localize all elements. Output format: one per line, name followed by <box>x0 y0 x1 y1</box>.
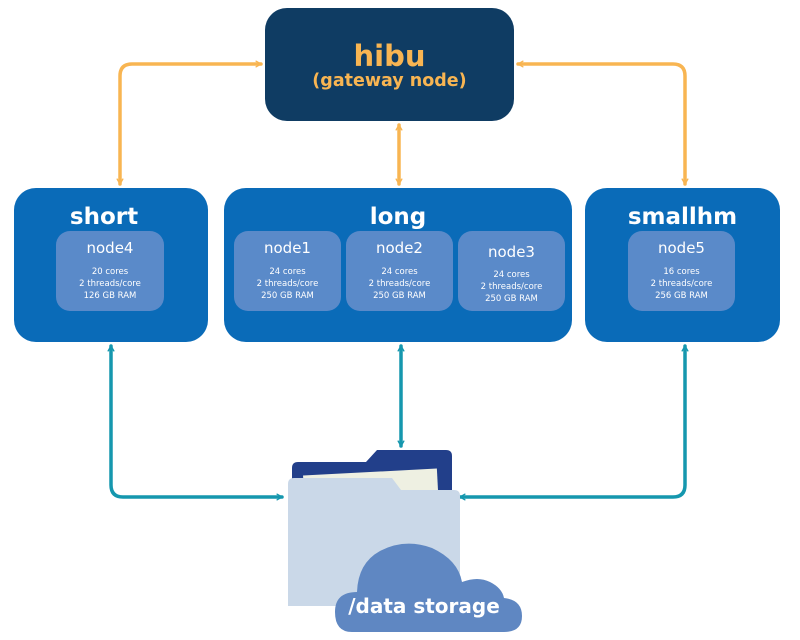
folder-cloud-icon <box>288 450 522 632</box>
node-cores: 24 cores <box>493 270 530 280</box>
node-cores: 24 cores <box>269 267 306 277</box>
link-gateway-short <box>116 60 263 186</box>
node-threads: 2 threads/core <box>480 282 543 292</box>
link-gateway-smallhm <box>516 60 689 186</box>
partition-short: short node4 20 cores 2 threads/core 126 … <box>14 188 208 342</box>
node-threads: 2 threads/core <box>650 279 713 289</box>
node-ram: 250 GB RAM <box>485 294 538 304</box>
node-card-node4: node4 20 cores 2 threads/core 126 GB RAM <box>56 231 164 311</box>
gateway-node: hibu (gateway node) <box>265 8 514 121</box>
partition-long: long node1 24 cores 2 threads/core 250 G… <box>224 188 572 342</box>
node-card-node2: node2 24 cores 2 threads/core 250 GB RAM <box>346 231 453 311</box>
partition-smallhm: smallhm node5 16 cores 2 threads/core 25… <box>585 188 780 342</box>
node-name: node1 <box>264 239 311 257</box>
gateway-subtitle: (gateway node) <box>312 71 467 91</box>
link-storage-short <box>107 344 284 501</box>
node-card-node5: node5 16 cores 2 threads/core 256 GB RAM <box>628 231 735 311</box>
gateway-name: hibu <box>353 39 426 73</box>
node-cores: 20 cores <box>91 267 129 277</box>
link-storage-smallhm <box>458 344 689 501</box>
partition-title: long <box>369 204 427 230</box>
node-card-node3: node3 24 cores 2 threads/core 250 GB RAM <box>458 231 565 311</box>
cloud-shape <box>335 543 522 632</box>
partition-title: short <box>69 204 139 230</box>
node-ram: 250 GB RAM <box>373 291 426 301</box>
storage-label: /data storage <box>348 594 500 618</box>
node-threads: 2 threads/core <box>256 279 319 289</box>
partition-title: smallhm <box>627 204 738 230</box>
node-ram: 126 GB RAM <box>83 291 137 301</box>
node-threads: 2 threads/core <box>368 279 431 289</box>
node-name: node3 <box>488 243 535 261</box>
node-name: node2 <box>376 239 423 257</box>
node-name: node4 <box>86 239 134 257</box>
node-cores: 16 cores <box>663 267 700 277</box>
node-ram: 256 GB RAM <box>655 291 708 301</box>
node-name: node5 <box>658 239 705 257</box>
node-cores: 24 cores <box>381 267 418 277</box>
node-ram: 250 GB RAM <box>261 291 314 301</box>
node-card-node1: node1 24 cores 2 threads/core 250 GB RAM <box>234 231 341 311</box>
node-threads: 2 threads/core <box>79 279 141 289</box>
